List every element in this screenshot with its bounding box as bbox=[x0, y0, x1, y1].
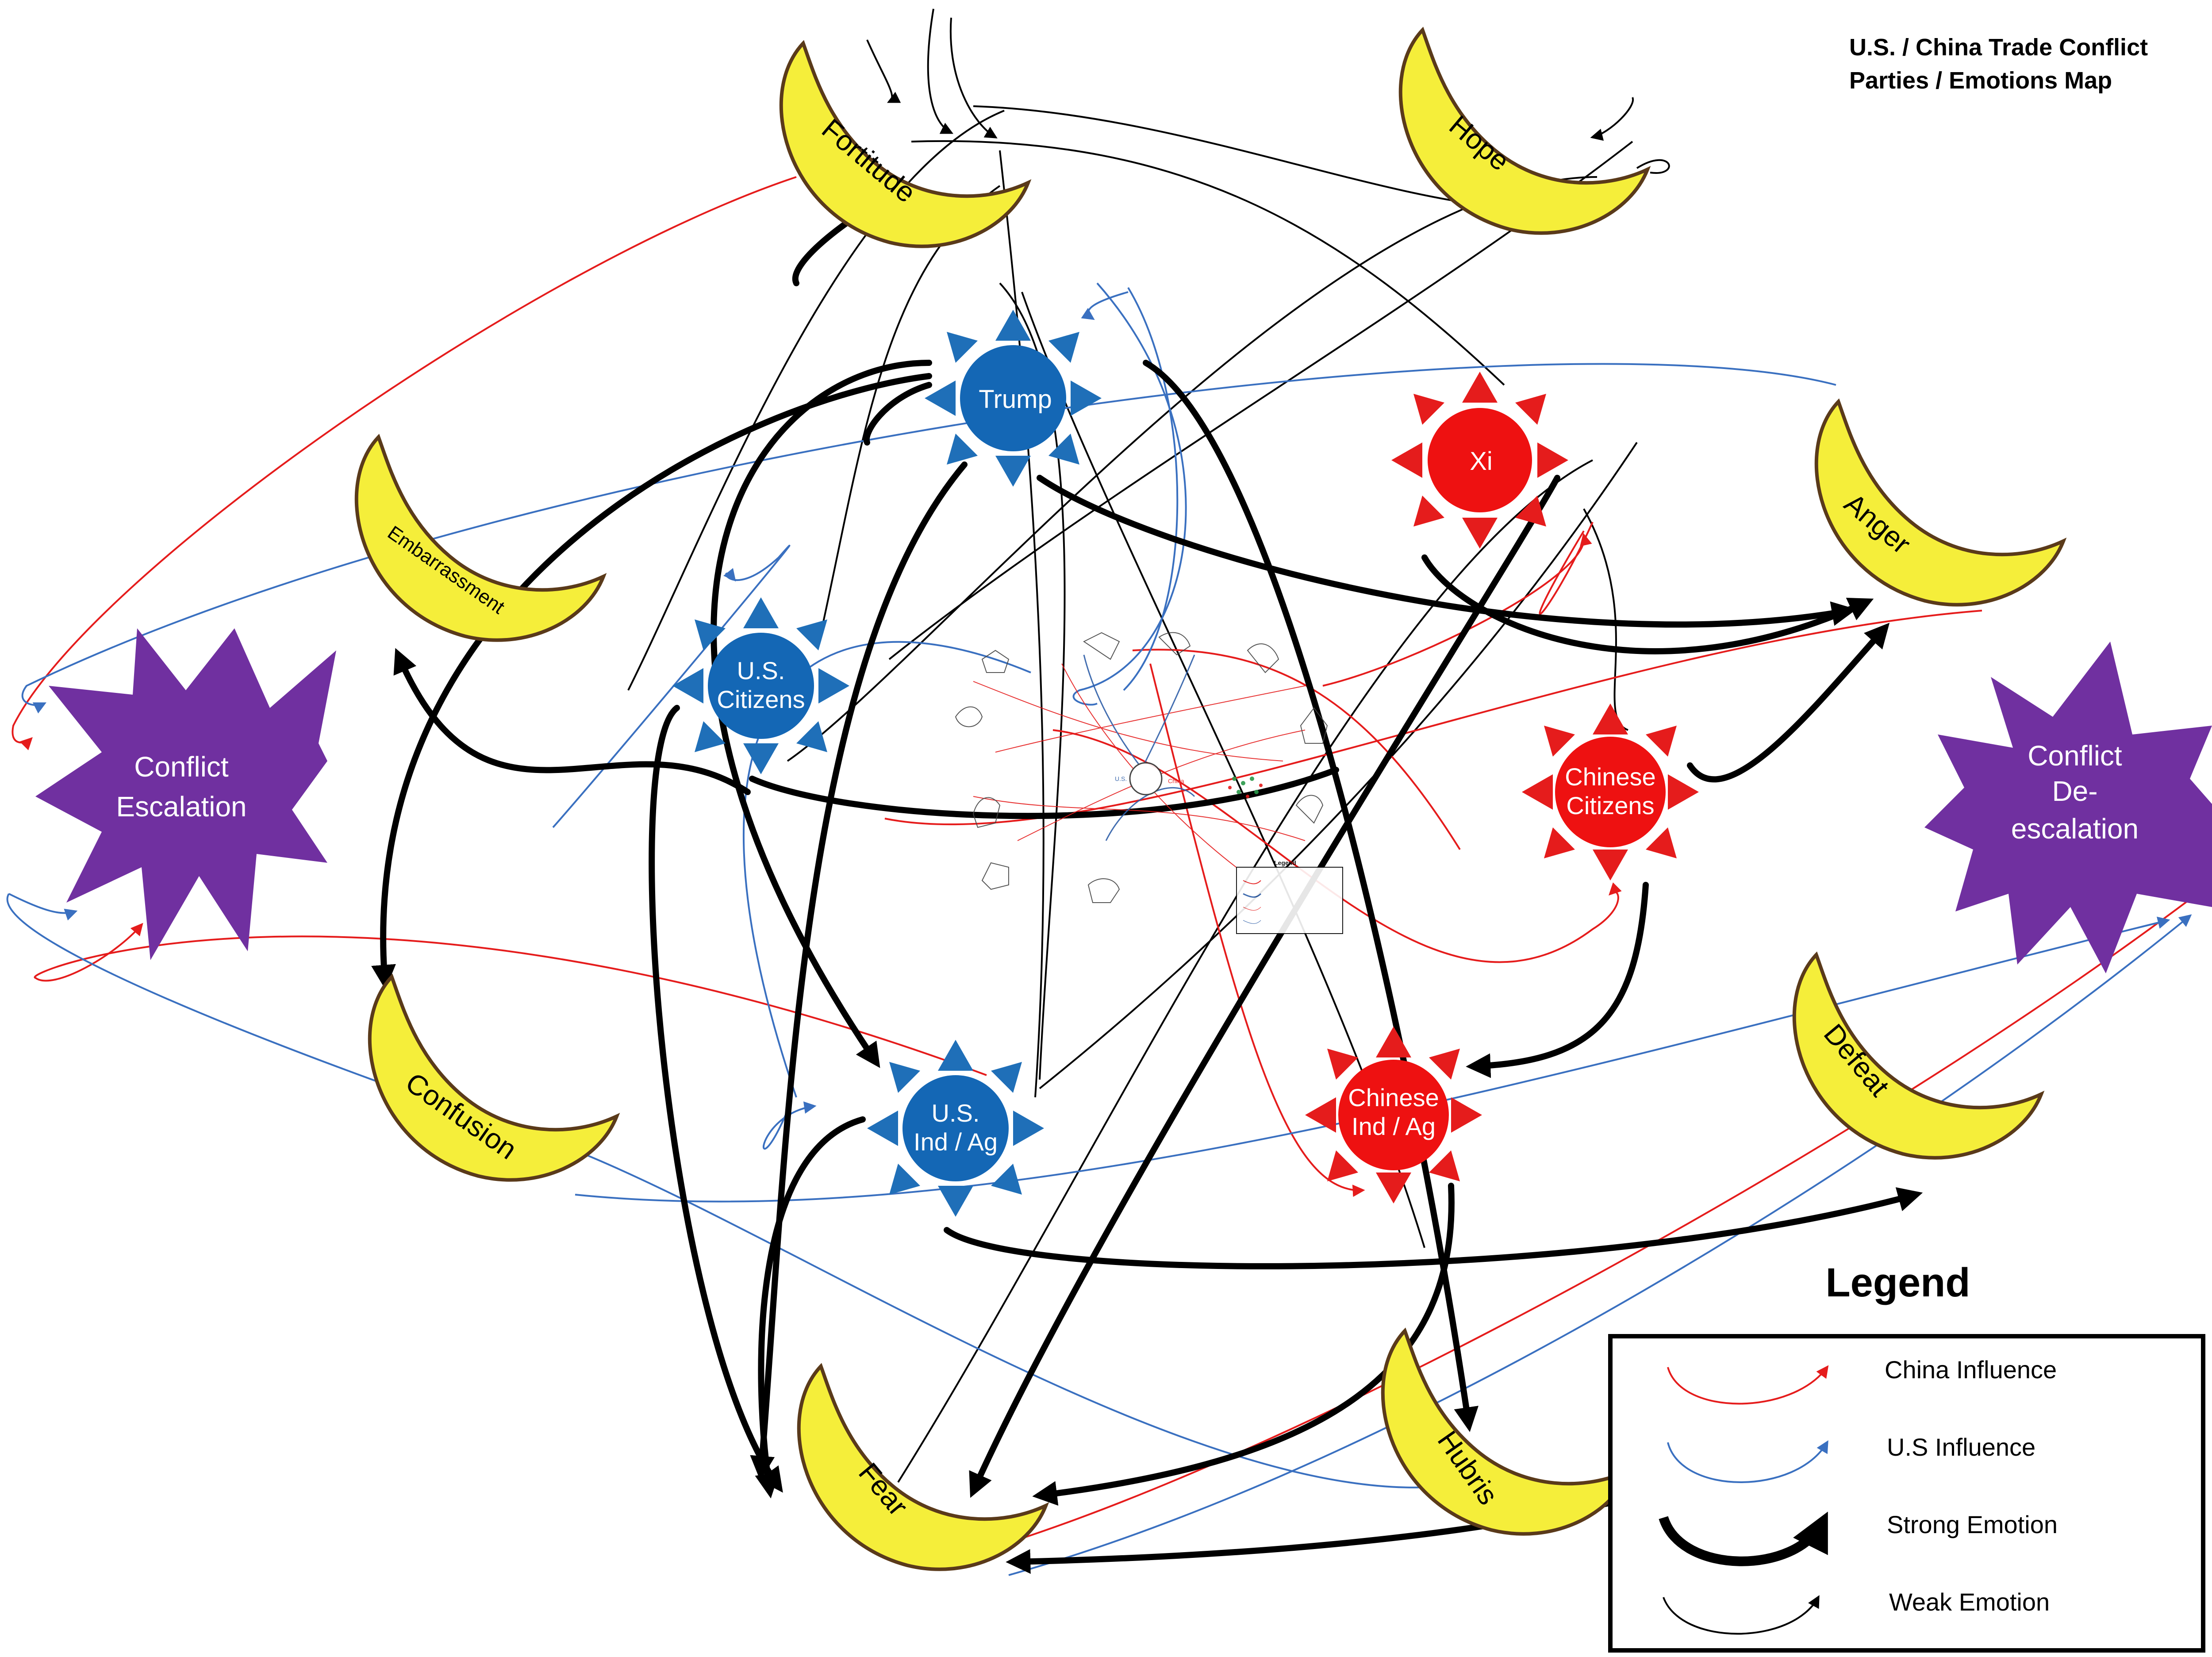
label-escalation-2: Escalation bbox=[116, 791, 246, 823]
legend-us-influence-swatch bbox=[1667, 1440, 1828, 1483]
legend-us-influence-label: U.S Influence bbox=[1887, 1433, 2035, 1461]
legend-title: Legend bbox=[1825, 1260, 1970, 1305]
star-us-ind-ag bbox=[867, 1040, 1044, 1217]
legend-weak-emotion-label: Weak Emotion bbox=[1889, 1588, 2050, 1616]
legend: Legend China Influence U.S Influence Str… bbox=[1608, 1260, 2205, 1653]
label-chinese-ind-ag-2: Ind / Ag bbox=[1352, 1112, 1436, 1140]
burst-conflict-deescalation bbox=[1924, 642, 2212, 973]
label-us-citizens-2: Citizens bbox=[717, 685, 805, 713]
label-us-ind-ag-2: Ind / Ag bbox=[914, 1128, 998, 1156]
star-xi bbox=[1391, 372, 1568, 549]
label-trump: Trump bbox=[979, 385, 1052, 414]
legend-china-influence-label: China Influence bbox=[1885, 1356, 2057, 1384]
outcome-bursts: Conflict Escalation Conflict De- escalat… bbox=[35, 628, 2212, 973]
moon-confusion bbox=[345, 921, 627, 1219]
map-title: U.S. / China Trade Conflict Parties / Em… bbox=[1849, 34, 2148, 94]
title-line-2: Parties / Emotions Map bbox=[1849, 67, 2112, 94]
label-chinese-citizens-1: Chinese bbox=[1565, 763, 1655, 791]
svg-text:China: China bbox=[1168, 777, 1184, 784]
moon-anger bbox=[1792, 346, 2074, 643]
legend-weak-emotion-swatch bbox=[1663, 1595, 1820, 1635]
label-us-ind-ag-1: U.S. bbox=[932, 1099, 980, 1127]
svg-text:U.S.: U.S. bbox=[1115, 775, 1127, 782]
legend-strong-emotion-label: Strong Emotion bbox=[1887, 1511, 2058, 1538]
legend-china-influence-swatch bbox=[1667, 1365, 1829, 1405]
title-line-1: U.S. / China Trade Conflict bbox=[1849, 34, 2148, 61]
burst-conflict-escalation bbox=[35, 628, 336, 960]
legend-strong-emotion-swatch bbox=[1659, 1511, 1828, 1566]
us-influence-curves bbox=[6, 282, 2192, 1576]
label-deescalation-3: escalation bbox=[2011, 813, 2139, 845]
label-chinese-ind-ag-1: Chinese bbox=[1348, 1084, 1439, 1111]
svg-text:Legend: Legend bbox=[1274, 859, 1296, 866]
label-us-citizens-1: U.S. bbox=[737, 657, 785, 684]
star-chinese-ind-ag bbox=[1305, 1026, 1482, 1203]
label-deescalation-1: Conflict bbox=[2028, 740, 2122, 772]
label-chinese-citizens-2: Citizens bbox=[1566, 792, 1654, 819]
center-inset-miniature: U.S. China Legend bbox=[955, 632, 1343, 934]
star-chinese-citizens bbox=[1522, 704, 1699, 880]
moon-embarrassment bbox=[332, 381, 614, 679]
legend-box bbox=[1608, 1334, 2205, 1653]
label-deescalation-2: De- bbox=[2052, 775, 2097, 807]
star-us-citizens bbox=[672, 597, 849, 774]
party-stars: Trump U.S. Citizens bbox=[672, 310, 1699, 1217]
label-escalation-1: Conflict bbox=[134, 751, 229, 783]
label-xi: Xi bbox=[1470, 447, 1493, 476]
star-trump bbox=[925, 310, 1102, 487]
moon-hubris bbox=[1358, 1275, 1640, 1572]
